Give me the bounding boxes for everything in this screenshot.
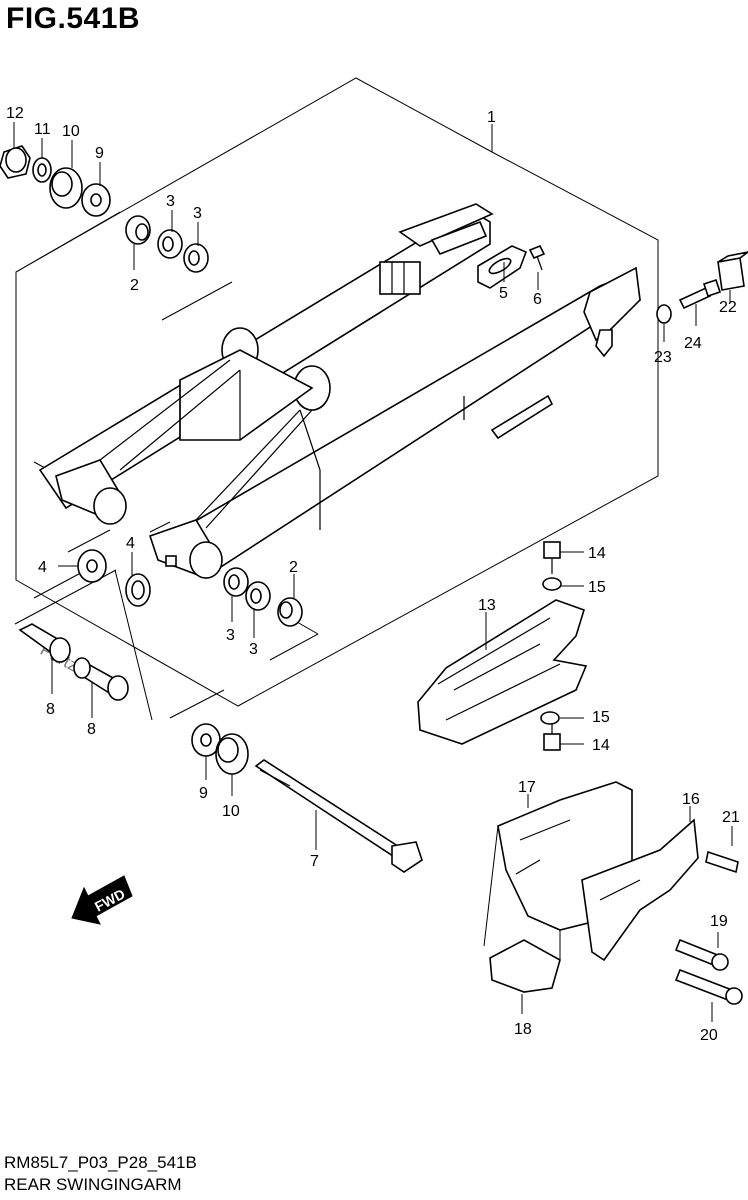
parts-9-10-lower xyxy=(191,723,249,775)
callout-3: 3 xyxy=(193,205,202,222)
part-13-chain-slider xyxy=(417,599,588,745)
callout-3: 3 xyxy=(166,193,175,210)
leader-lines xyxy=(13,122,733,1022)
figure-title: FIG.541B xyxy=(6,2,141,35)
parts-16-17-18-guard xyxy=(483,781,699,993)
callout-11: 11 xyxy=(34,121,51,138)
parts-19-20-21-bolts xyxy=(674,850,743,1005)
parts-2-3-upper xyxy=(125,215,209,273)
callout-14: 14 xyxy=(592,737,610,754)
callout-12: 12 xyxy=(6,105,24,122)
callout-14: 14 xyxy=(588,545,606,562)
parts-9-10-11-12 xyxy=(0,145,111,217)
fwd-arrow-icon: FWD xyxy=(71,875,133,925)
callout-6: 6 xyxy=(533,291,542,308)
swingarm-part-1 xyxy=(38,203,641,579)
callout-13: 13 xyxy=(478,597,496,614)
callout-8: 8 xyxy=(87,721,96,738)
parts-5-6 xyxy=(477,244,546,289)
callout-21: 21 xyxy=(722,809,740,826)
callout-24: 24 xyxy=(684,335,702,352)
callout-3: 3 xyxy=(249,641,258,658)
callout-15: 15 xyxy=(592,709,610,726)
part-7-pivot-bolt xyxy=(254,759,423,873)
callout-2: 2 xyxy=(130,277,139,294)
callout-20: 20 xyxy=(700,1027,718,1044)
callout-7: 7 xyxy=(310,853,319,870)
callout-2: 2 xyxy=(289,559,298,576)
parts-2-3-4-lower xyxy=(77,549,303,627)
callout-10: 10 xyxy=(222,803,240,820)
callout-8: 8 xyxy=(46,701,55,718)
callout-16: 16 xyxy=(682,791,700,808)
callout-18: 18 xyxy=(514,1021,532,1038)
figure-code: RM85L7_P03_P28_541B xyxy=(4,1153,197,1172)
parts-22-23-24 xyxy=(656,251,748,324)
callout-9: 9 xyxy=(199,785,208,802)
callout-5: 5 xyxy=(499,285,508,302)
callout-4: 4 xyxy=(126,535,135,552)
callout-4: 4 xyxy=(38,559,47,576)
callout-15: 15 xyxy=(588,579,606,596)
callout-17: 17 xyxy=(518,779,536,796)
callout-3: 3 xyxy=(226,627,235,644)
parts-14-15 xyxy=(540,541,562,751)
figure-name: REAR SWINGINGARM xyxy=(4,1175,182,1194)
callout-23: 23 xyxy=(654,349,672,366)
callout-10: 10 xyxy=(62,123,80,140)
callout-9: 9 xyxy=(95,145,104,162)
callout-19: 19 xyxy=(710,913,728,930)
parts-8 xyxy=(18,623,129,701)
callout-1: 1 xyxy=(487,109,496,126)
callout-numbers: 1 12 11 10 9 3 3 2 5 6 22 24 23 4 4 2 3 … xyxy=(6,105,740,1044)
callout-22: 22 xyxy=(719,299,737,316)
